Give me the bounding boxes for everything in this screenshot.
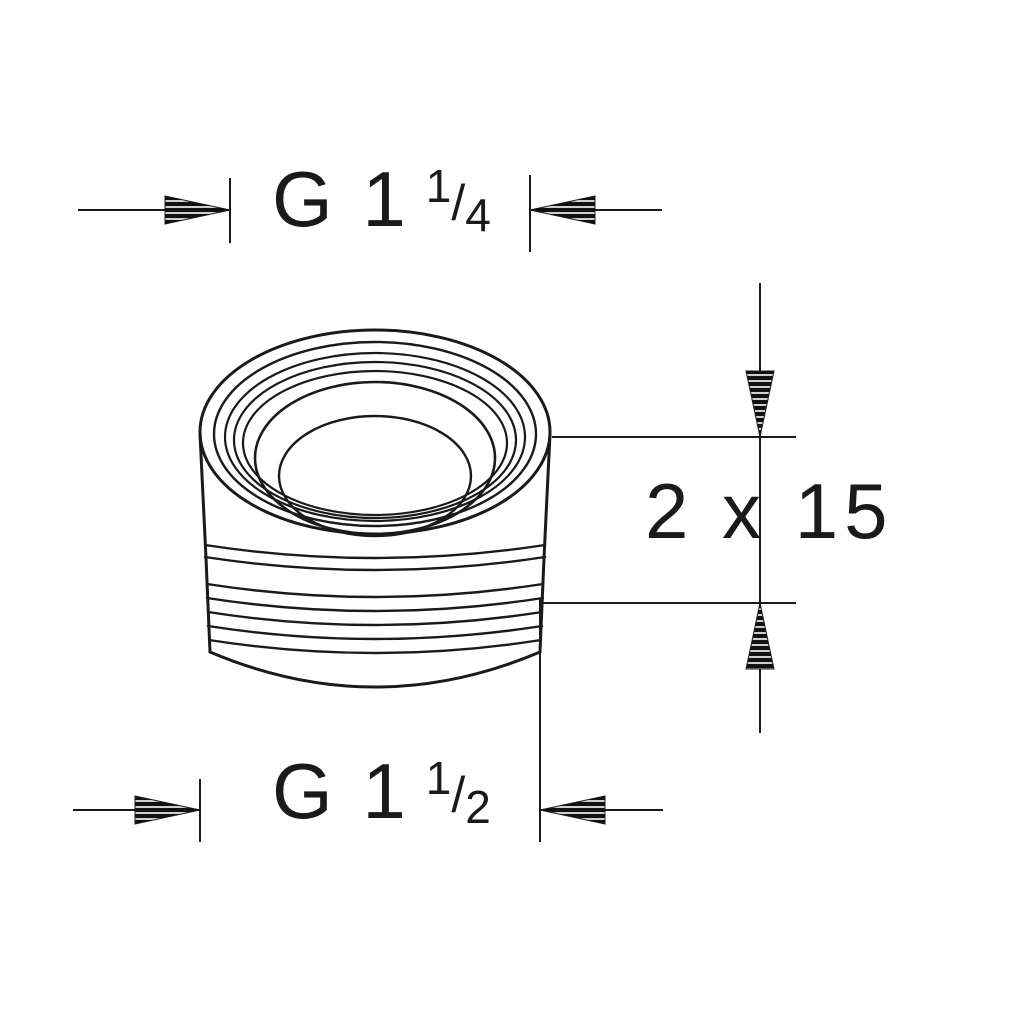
body-line bbox=[203, 555, 547, 572]
rim-inner-ellipse bbox=[212, 340, 538, 528]
dim-bottom-fraction-numerator: 1 bbox=[425, 752, 452, 804]
dim-top-fraction-denominator: 4 bbox=[465, 189, 491, 241]
bore-outer-ellipse bbox=[253, 380, 497, 536]
arrowhead-left-icon bbox=[529, 195, 596, 225]
arrowhead-up-icon bbox=[745, 602, 775, 670]
dim-label-right: 2 x 15 bbox=[645, 467, 894, 555]
dim-top-prefix: G 1 bbox=[272, 155, 410, 243]
arrowhead-left-icon bbox=[539, 795, 606, 825]
internal-thread-ellipses bbox=[223, 351, 527, 523]
body-bottom-arc bbox=[208, 650, 542, 689]
bore-inner-ellipse bbox=[277, 414, 473, 538]
thread-line bbox=[205, 596, 545, 613]
adapter-drawing bbox=[198, 328, 552, 689]
body-right-edge bbox=[538, 432, 552, 654]
body-left-edge bbox=[198, 432, 212, 654]
thread-line bbox=[205, 582, 545, 599]
arrowhead-right-icon bbox=[134, 795, 201, 825]
thread-ellipse bbox=[232, 360, 518, 520]
dimension-top bbox=[78, 175, 662, 252]
external-thread-lines bbox=[203, 543, 547, 655]
thread-line bbox=[206, 624, 544, 641]
thread-line bbox=[206, 610, 544, 627]
dim-bottom-fraction-slash: / bbox=[451, 767, 466, 823]
arrowhead-right-icon bbox=[164, 195, 231, 225]
dimension-bottom bbox=[73, 598, 663, 842]
dimension-right bbox=[543, 283, 796, 733]
thread-ellipse bbox=[241, 369, 509, 517]
dim-bottom-fraction-denominator: 2 bbox=[465, 781, 491, 833]
rim-outer-ellipse bbox=[198, 328, 552, 536]
dim-top-fraction-slash: / bbox=[451, 175, 466, 231]
arrowhead-down-icon bbox=[745, 370, 775, 438]
dim-bottom-prefix: G 1 bbox=[272, 747, 410, 835]
dim-top-fraction-numerator: 1 bbox=[425, 160, 452, 212]
thread-ellipse bbox=[223, 351, 527, 523]
thread-line bbox=[207, 638, 543, 655]
body-line bbox=[203, 543, 547, 560]
